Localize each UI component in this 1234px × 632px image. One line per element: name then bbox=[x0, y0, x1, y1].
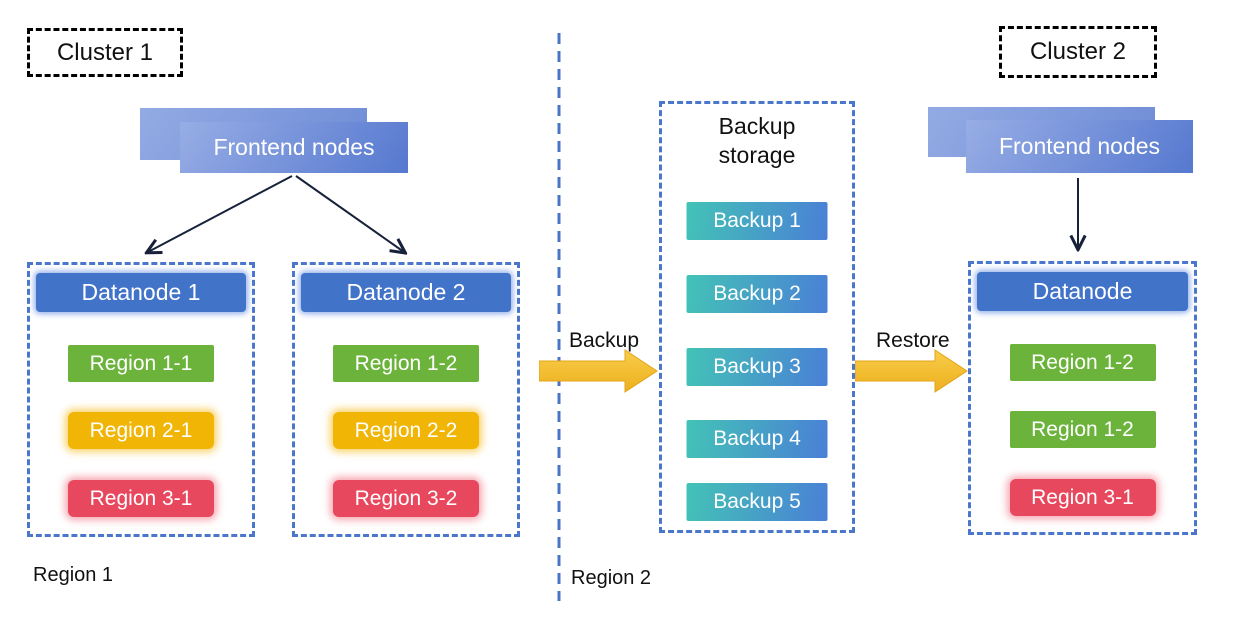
datanode2-container: Datanode 2 Region 1-2 Region 2-2 Region … bbox=[292, 262, 520, 537]
backup-flow-label: Backup bbox=[569, 329, 640, 352]
region-box: Region 1-2 bbox=[1009, 411, 1156, 448]
region-box: Region 2-1 bbox=[68, 412, 214, 449]
cluster2-datanode-header: Datanode bbox=[977, 272, 1188, 311]
backup-item: Backup 3 bbox=[686, 348, 828, 386]
region-label: Region 3-1 bbox=[1031, 485, 1134, 509]
cluster2-frontend-label: Frontend nodes bbox=[998, 133, 1161, 159]
datanode1-title: Datanode 1 bbox=[81, 279, 201, 305]
region-box: Region 2-2 bbox=[333, 412, 479, 449]
region-label: Region 2-2 bbox=[354, 418, 458, 442]
backup-flow-arrow bbox=[539, 349, 658, 393]
backup-item-label: Backup 5 bbox=[713, 490, 801, 513]
region-box: Region 3-2 bbox=[333, 480, 479, 517]
backup-storage-container: Backup storage Backup 1 Backup 2 Backup … bbox=[659, 101, 855, 533]
cluster1-label-box: Cluster 1 bbox=[27, 28, 183, 77]
region-box: Region 1-1 bbox=[68, 345, 214, 382]
datanode1-container: Datanode 1 Region 1-1 Region 2-1 Region … bbox=[27, 262, 255, 537]
region-label: Region 1-2 bbox=[1031, 417, 1134, 441]
region1-footer-label: Region 1 bbox=[33, 564, 114, 586]
cluster2-datanode-container: Datanode Region 1-2 Region 1-2 Region 3-… bbox=[968, 261, 1197, 535]
backup-storage-title: Backup storage bbox=[718, 113, 796, 168]
region-box: Region 3-1 bbox=[1009, 479, 1156, 516]
region-label: Region 1-1 bbox=[89, 351, 193, 375]
datanode1-header: Datanode 1 bbox=[36, 273, 246, 312]
backup-item-label: Backup 4 bbox=[713, 427, 801, 450]
backup-item-label: Backup 3 bbox=[713, 355, 801, 378]
backup-item-label: Backup 2 bbox=[713, 282, 801, 305]
restore-flow-label: Restore bbox=[876, 329, 950, 352]
cluster2-frontend-node: Frontend nodes bbox=[966, 120, 1193, 173]
datanode2-title: Datanode 2 bbox=[346, 279, 466, 305]
region-label: Region 2-1 bbox=[89, 418, 193, 442]
frontend-to-datanode1-arrow bbox=[148, 175, 293, 252]
cluster2-datanode-title: Datanode bbox=[1032, 278, 1133, 304]
backup-item-label: Backup 1 bbox=[713, 209, 801, 232]
cluster2-label: Cluster 2 bbox=[1029, 38, 1127, 65]
restore-flow-arrow bbox=[855, 349, 968, 393]
region2-footer-label: Region 2 bbox=[571, 567, 652, 589]
region-box: Region 1-2 bbox=[333, 345, 479, 382]
region-label: Region 3-2 bbox=[354, 486, 458, 510]
region-label: Region 1-2 bbox=[1031, 350, 1134, 374]
region-box: Region 1-2 bbox=[1009, 344, 1156, 381]
backup-item: Backup 5 bbox=[686, 483, 828, 521]
backup-item: Backup 1 bbox=[686, 202, 828, 240]
backup-item: Backup 4 bbox=[686, 420, 828, 458]
frontend-to-datanode2-arrow bbox=[295, 175, 404, 252]
cluster2-label-box: Cluster 2 bbox=[999, 26, 1157, 78]
region-label: Region 1-2 bbox=[354, 351, 458, 375]
cluster1-label: Cluster 1 bbox=[56, 38, 154, 66]
backup-item: Backup 2 bbox=[686, 275, 828, 313]
cluster1-frontend-label: Frontend nodes bbox=[213, 134, 375, 160]
region-box: Region 3-1 bbox=[68, 480, 214, 517]
cluster1-frontend-node: Frontend nodes bbox=[180, 122, 408, 173]
datanode2-header: Datanode 2 bbox=[301, 273, 511, 312]
region-label: Region 3-1 bbox=[89, 486, 193, 510]
